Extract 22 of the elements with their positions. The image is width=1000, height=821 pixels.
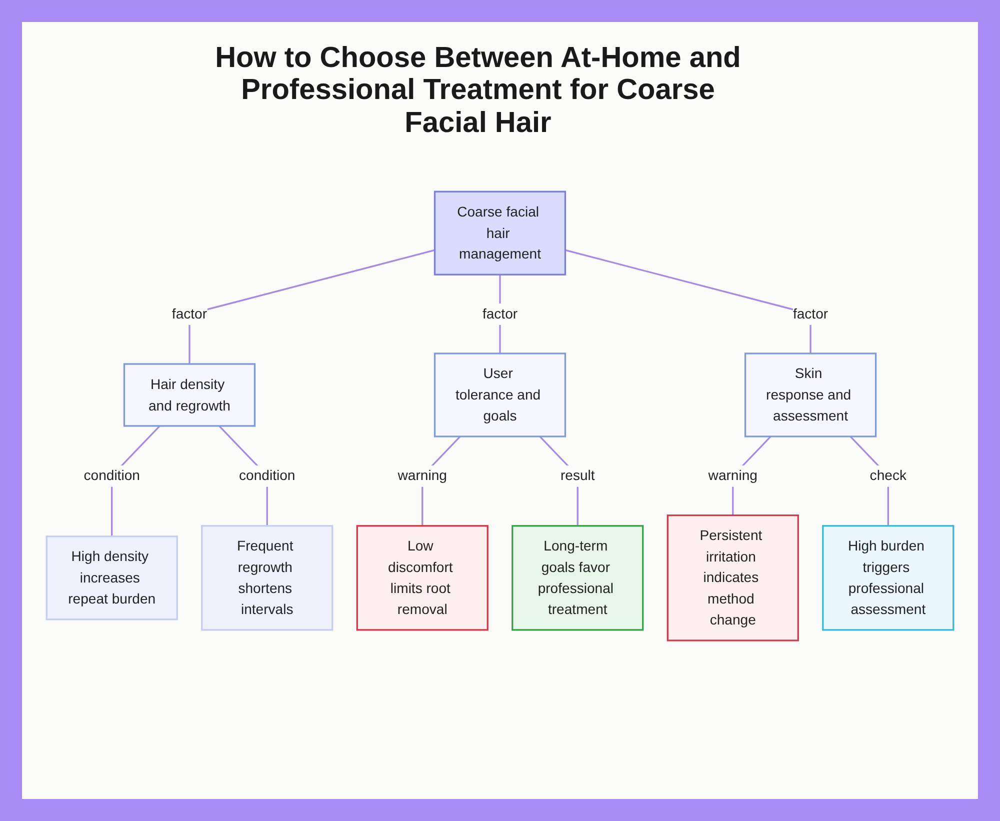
node-box: Long-term goals favor professional treatment [512, 525, 644, 631]
node-box: Frequent regrowth shortens intervals [201, 525, 334, 631]
connector [565, 249, 812, 354]
edge-label: condition [84, 468, 140, 484]
edge-label: condition [239, 468, 296, 484]
node-box: High burden triggers professional assessment [822, 525, 954, 631]
node-box: User tolerance and goals [434, 352, 566, 438]
node-box: Persistent irritation indicates method change [666, 514, 799, 642]
title: How to Choose Between At-Home and Professional Treatment for Coarse Facial Hair [214, 42, 742, 140]
edge-label: warning [398, 468, 447, 484]
edge-label: warning [708, 468, 758, 484]
connector [188, 249, 435, 364]
edge-label: factor [482, 306, 518, 322]
node-box: Coarse facial hair management [434, 190, 566, 276]
node-box: Hair density and regrowth [123, 363, 256, 427]
node-box: High density increases repeat burden [46, 536, 178, 620]
edge-label: check [870, 468, 906, 484]
node-box: Low discomfort limits root removal [356, 525, 488, 631]
edge-label: factor [792, 306, 828, 322]
edge-label: factor [172, 306, 208, 322]
node-box: Skin response and assessment [744, 352, 877, 438]
edge-label: result [560, 468, 595, 484]
